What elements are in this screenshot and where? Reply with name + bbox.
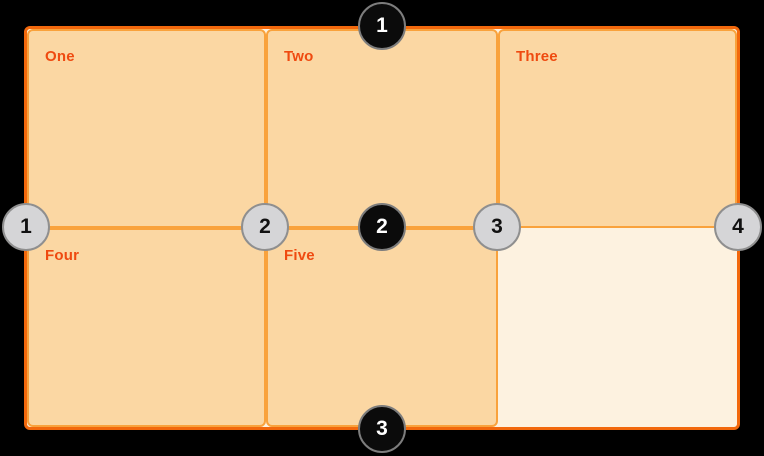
cell-label-five: Five (284, 247, 315, 264)
column-line-marker-4: 4 (714, 203, 762, 251)
column-line-number-3: 3 (491, 215, 503, 238)
grid-cell-four: Four (27, 228, 266, 427)
cell-label-one: One (45, 48, 75, 65)
row-line-marker-1: 1 (358, 2, 406, 50)
column-line-number-2: 2 (259, 215, 271, 238)
column-line-number-4: 4 (732, 215, 744, 238)
row-line-marker-2: 2 (358, 203, 406, 251)
grid-cell-empty (498, 228, 737, 427)
row-line-marker-3: 3 (358, 405, 406, 453)
cell-label-three: Three (516, 48, 558, 65)
row-line-number-2: 2 (376, 215, 388, 238)
cell-label-four: Four (45, 247, 80, 264)
column-line-marker-2: 2 (241, 203, 289, 251)
grid-container: One Two Three Four Five (24, 26, 740, 430)
row-line-number-1: 1 (376, 14, 388, 37)
cell-label-two: Two (284, 48, 314, 65)
grid-cell-five: Five (266, 228, 498, 427)
column-line-marker-3: 3 (473, 203, 521, 251)
column-line-marker-1: 1 (2, 203, 50, 251)
row-line-number-3: 3 (376, 417, 388, 440)
grid-cell-three: Three (498, 29, 737, 228)
grid-cell-one: One (27, 29, 266, 228)
column-line-number-1: 1 (20, 215, 32, 238)
grid-cell-two: Two (266, 29, 498, 228)
